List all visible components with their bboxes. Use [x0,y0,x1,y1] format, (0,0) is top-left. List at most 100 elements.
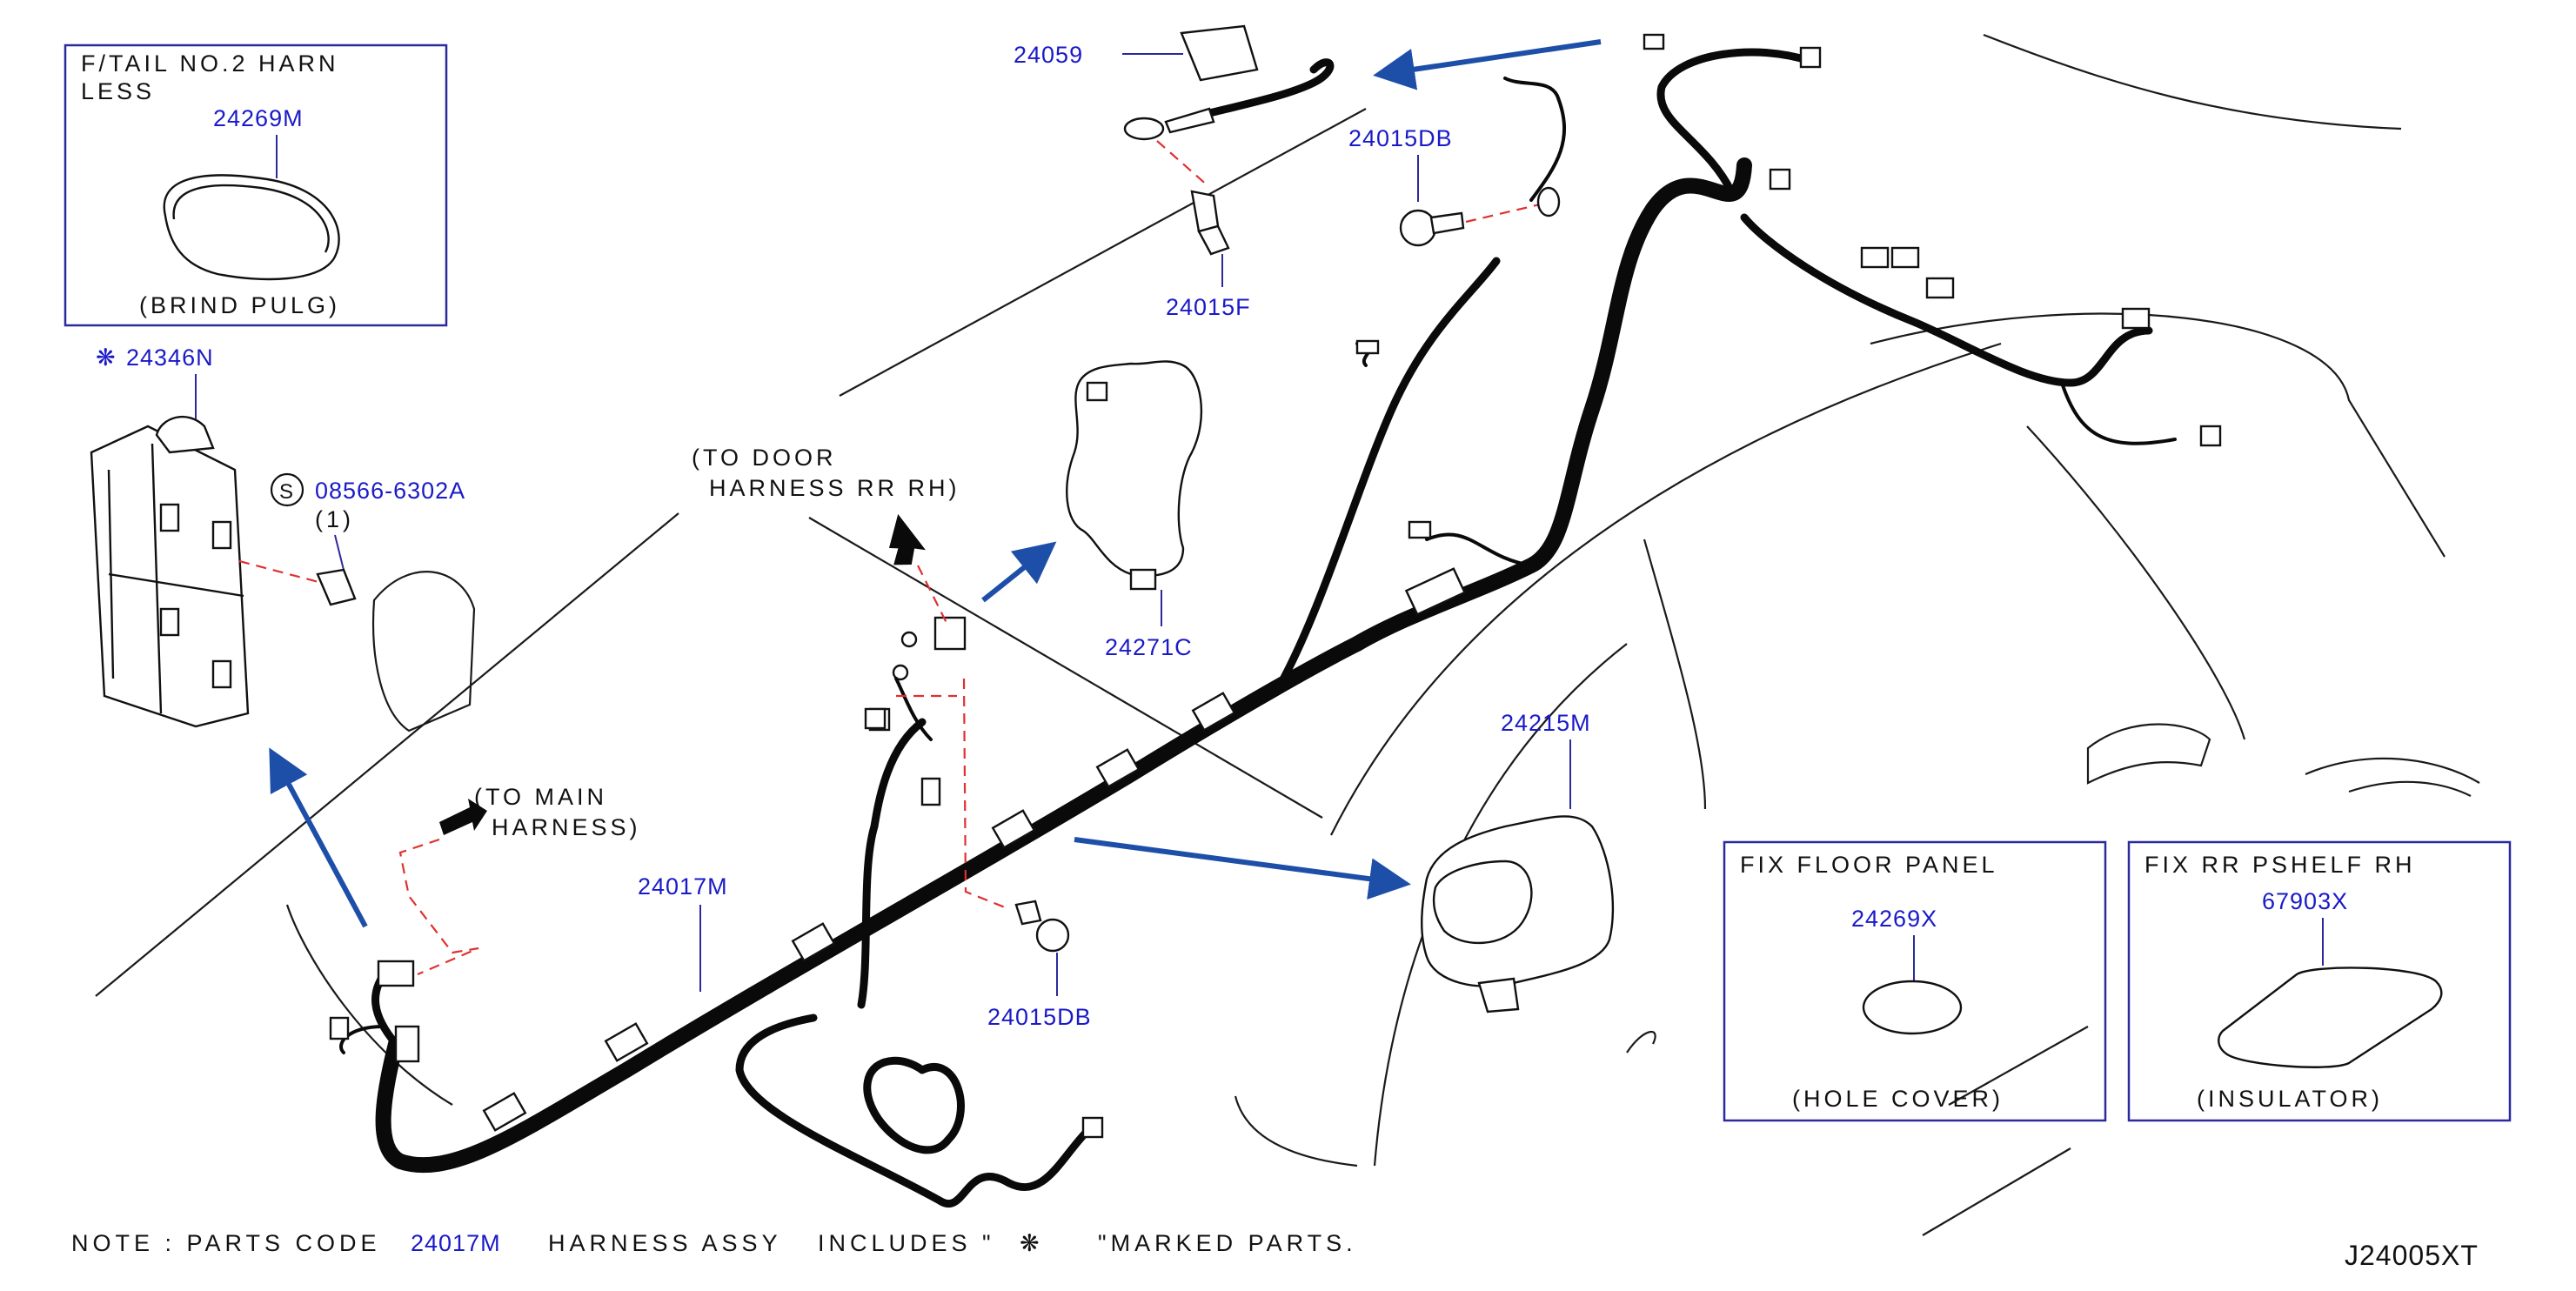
connector-wire [1425,532,1533,567]
connector-icon[interactable] [1643,33,1665,50]
ground-eyelet-icon [1536,186,1561,217]
connector-icon[interactable] [1081,1116,1104,1139]
connector-icon[interactable] [920,777,941,806]
door-harness-connector-icon[interactable] [933,616,967,651]
note-suffix: "MARKED PARTS. [1098,1230,1357,1256]
fuse-slot-icon [211,659,232,689]
relay-icon [1180,24,1259,82]
label-24015DB-bottom[interactable]: 24015DB [987,1004,1092,1030]
note-middle: HARNESS ASSY [548,1230,782,1256]
door-handle [2086,723,2211,785]
bolt-head-icon [1197,224,1230,256]
callout-main-line2: HARNESS) [492,814,641,840]
connector-icon[interactable] [2121,307,2151,330]
hole-cover-icon [1862,980,1963,1035]
insulator-icon [2218,967,2443,1068]
harness-lower-loop[interactable] [735,1013,1092,1208]
connector-icon[interactable] [394,1025,420,1063]
dash-bolt-to-bracket [962,678,1010,911]
label-24015DB-top[interactable]: 24015DB [1348,125,1453,151]
connector-icon[interactable] [1799,46,1822,69]
note-part-code[interactable]: 24017M [411,1230,501,1256]
label-24059[interactable]: 24059 [1014,42,1083,68]
body-line-rear-window [1870,312,2446,558]
ground-terminal-icon[interactable] [900,631,918,648]
body-line-trunk-lower-2 [1922,1147,2071,1236]
connector-wire [2060,381,2177,445]
component-24015DB-bottom[interactable]: 24015DB [896,678,1092,1030]
label-24015F[interactable]: 24015F [1166,294,1251,320]
bolt-thread-icon [1014,900,1042,926]
arrow-to-24346N-icon [269,747,368,928]
harness-upper-loop[interactable] [1656,48,1814,196]
connector-icon[interactable] [2199,425,2222,447]
component-24346N[interactable]: ❋ 24346N [90,344,250,728]
component-24015DB-top[interactable]: 24015DB [1348,125,1561,247]
fuse-slot-icon [159,503,180,532]
connector-wire [894,677,933,741]
dash-screw-to-block [238,559,323,585]
bolt-icon [1190,190,1220,233]
brind-plug-rim-icon [172,184,330,253]
body-line-roof [1983,33,2402,130]
body-line-lower-left [285,904,453,1106]
inset-brind-plug: F/TAIL NO.2 HARN LESS 24269M (BRIND PULG… [64,43,448,327]
headrest-left [371,571,476,732]
note-prefix: NOTE : PARTS CODE [71,1230,381,1256]
connector-icon[interactable] [1355,339,1380,355]
connector-icon[interactable] [1860,246,1890,269]
harness-door-branch[interactable] [857,718,927,1009]
relay-bracket-icon [1164,107,1215,134]
body-line-c-pillar [1330,342,2002,836]
component-08566-6302A[interactable]: S 08566-6302A (1) [238,472,465,606]
fuse-block-icon [90,425,250,728]
connector-icon[interactable] [1408,520,1432,539]
connector-icon[interactable] [329,1016,350,1040]
component-24059[interactable]: 24059 [1014,24,1335,188]
component-24015F[interactable]: 24015F [1166,190,1251,320]
arrow-to-24215M-icon [1074,837,1411,900]
harness-side-branch[interactable] [1275,257,1501,692]
trim-detail [1626,1030,1656,1054]
connector-icon[interactable] [864,707,887,730]
label-24215M[interactable]: 24215M [1501,710,1591,736]
main-harness[interactable] [371,48,2153,1208]
inset-shelf-part-number[interactable]: 67903X [2262,888,2348,914]
main-harness-rear-branch[interactable] [1349,157,1752,652]
note-includes: INCLUDES " [818,1230,995,1256]
diagram-id: J24005XT [2345,1240,2479,1271]
harness-rear-shelf-branch[interactable] [1740,213,2153,387]
fuse-block-ribs-icon [107,443,244,714]
inset-brind-title-2: LESS [81,78,155,104]
arrow-to-door-harness-icon [888,514,926,565]
harness-lower-coil[interactable] [863,1056,965,1154]
component-24271C[interactable]: 24271C [1066,360,1203,660]
inset-floor-frame [1723,840,2107,1122]
label-08566-6302A[interactable]: 08566-6302A [315,478,465,504]
body-line-left-diagonal [95,512,679,997]
label-08566-qty: (1) [315,506,354,532]
screw-symbol: S [279,480,293,504]
connector-icon[interactable] [1769,168,1791,191]
body-line-quarter-panel [2026,425,2246,740]
body-line-tail-lamp [2305,757,2480,784]
component-24215M[interactable]: 24215M [1421,710,1615,1013]
bolt-thread-icon [1429,211,1465,235]
inset-shelf-caption: (INSULATOR) [2197,1086,2383,1112]
harness-clip [604,1022,649,1062]
connector-icon[interactable] [1890,246,1920,269]
label-24271C[interactable]: 24271C [1105,634,1193,660]
harness-clip [791,922,836,962]
label-24017M[interactable]: 24017M [638,873,728,900]
connector-icon[interactable] [377,960,415,987]
ground-terminal-icon[interactable] [892,664,909,681]
inset-floor-part-number[interactable]: 24269X [1851,906,1937,932]
bracket-tab-icon [1129,568,1157,591]
dash-main-harness [398,838,479,976]
dash-bolt-to-eyelet [1465,203,1541,224]
connector-icon[interactable] [1925,277,1955,299]
callout-main-harness: (TO MAIN HARNESS) [398,784,641,976]
harness-protector [1404,567,1467,616]
label-24346N[interactable]: 24346N [126,344,214,371]
inset-brind-part-number[interactable]: 24269M [213,105,304,131]
